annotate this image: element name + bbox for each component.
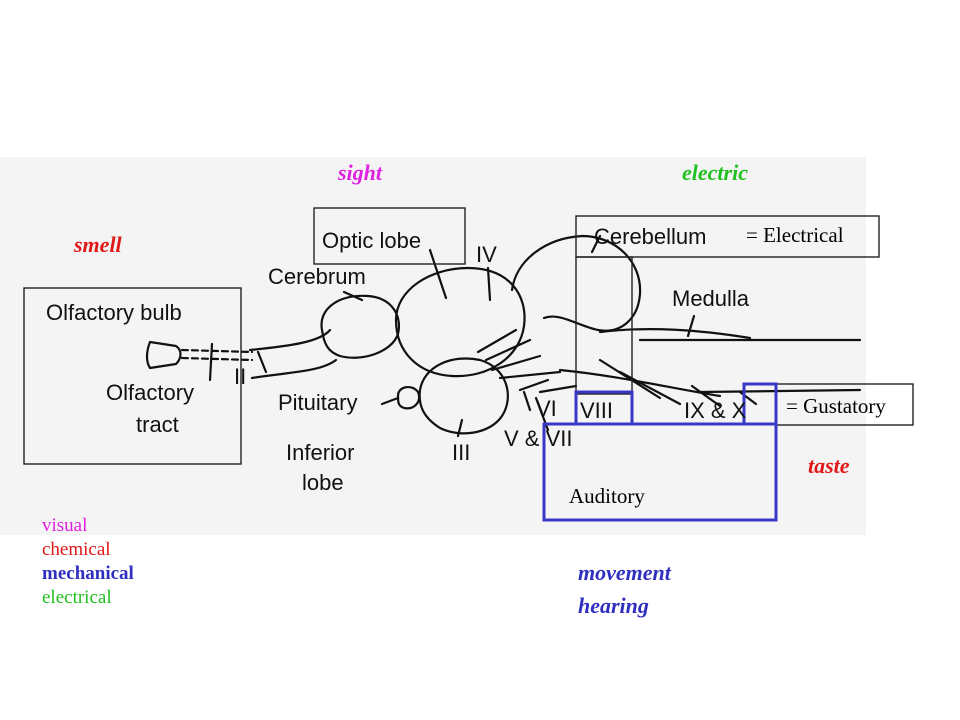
olfactory-tract-label-1: Olfactory [106, 380, 194, 405]
ix-x-box [742, 382, 778, 426]
nerve-ix-x-label: IX & X [684, 398, 747, 423]
legend-electrical: electrical [42, 587, 112, 608]
leader-lines [208, 234, 758, 438]
optic-lobe-shape [394, 266, 526, 378]
nerve-roots [476, 328, 682, 406]
smell-label: smell [74, 232, 122, 257]
olfactory-bulb-shape [145, 340, 182, 370]
nerve-vi-label: VI [536, 396, 557, 421]
inferior-lobe-label-2: lobe [302, 470, 344, 495]
cerebellum-stem-box [575, 256, 633, 395]
medulla-label: Medulla [672, 286, 750, 311]
cerebellum-box [575, 215, 880, 258]
legend-visual: visual [42, 515, 88, 536]
spinal-cord-shape [638, 338, 862, 394]
olfactory-tract-label-2: tract [136, 412, 179, 437]
inferior-lobe-label-1: Inferior [286, 440, 354, 465]
cerebrum-shape [320, 294, 400, 359]
legend-chemical: chemical [42, 539, 111, 560]
nerve-iii-label: III [452, 440, 470, 465]
cerebrum-label: Cerebrum [268, 264, 366, 289]
pituitary-shape [396, 386, 421, 410]
legend-mechanical: mechanical [42, 563, 134, 584]
movement-label: movement [578, 560, 671, 585]
cerebellum-shape [510, 234, 642, 332]
nerve-ii-label: II [234, 364, 246, 389]
inferior-lobe-shape [418, 357, 509, 435]
cerebellum-label: Cerebellum [594, 224, 707, 249]
optic-lobe-label: Optic lobe [322, 228, 421, 253]
olfactory-box [23, 287, 242, 465]
pituitary-label: Pituitary [278, 390, 357, 415]
olfactory-tract-dashes [180, 348, 254, 362]
auditory-box [542, 422, 778, 522]
sight-label: sight [338, 160, 383, 185]
electric-label: electric [682, 160, 748, 185]
olfactory-tract-shape [248, 328, 338, 380]
modality-legend: visual chemical mechanical electrical [42, 514, 134, 610]
hearing-label: hearing [578, 593, 649, 618]
nerve-iv-label: IV [476, 242, 497, 267]
figure-background [0, 157, 866, 535]
optic-lobe-box [313, 207, 466, 265]
olfactory-bulb-label: Olfactory bulb [46, 300, 182, 325]
auditory-annotation: Auditory [569, 484, 645, 508]
taste-label: taste [808, 453, 850, 478]
nerve-v-vii-label: V & VII [504, 426, 572, 451]
nerve-viii-label: VIII [580, 398, 613, 423]
electrical-annotation: = Electrical [746, 223, 844, 247]
gustatory-annotation: = Gustatory [786, 394, 886, 418]
